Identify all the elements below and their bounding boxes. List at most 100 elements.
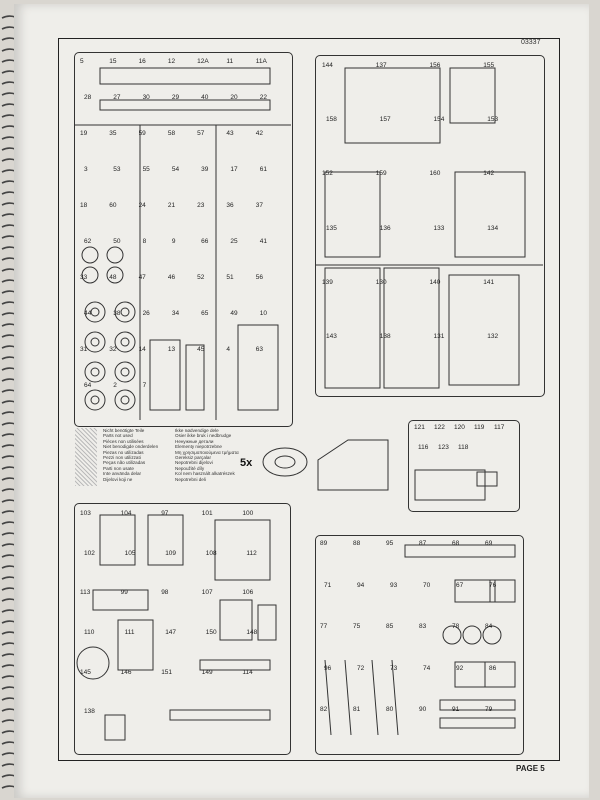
sprue-tree-small-parts [408,420,520,512]
part-number-label: 68 [452,540,460,547]
part-73 [484,661,516,688]
part-number-label: 12A [197,58,209,65]
part-number-label: 34 [171,310,180,317]
cab-silhouette [317,439,389,491]
chassis-frame-rail [99,99,271,111]
part-number-label: 11A [255,58,267,65]
wiper-arm-part [371,659,379,736]
part-number-label: 43 [226,130,234,137]
part-number-label: 40 [201,94,209,101]
part-number-label: 89 [320,540,328,547]
door-panel-140 [324,267,381,389]
part-number-label: 37 [255,202,263,209]
wiper-arm-part [344,659,352,736]
part-number-label: 146 [120,668,132,676]
legend-column-2: Ikke nødvendige dele Osier ikke bruk i n… [175,428,239,482]
part-number-label: 41 [259,238,267,245]
wiper-arm-part [391,659,399,736]
part-number-label: 134 [487,224,499,232]
part-number-label: 38 [113,310,121,317]
part-number-label: 49 [230,310,238,317]
part-number-label: 96 [324,664,332,672]
part-number-label: 149 [201,668,213,676]
part-number-label: 122 [434,424,445,431]
part-number-label: 150 [205,629,217,636]
wheel-hub [120,307,130,317]
part-number-label: 26 [142,310,150,317]
part-number-label: 106 [242,589,254,597]
cab-roof-panel [344,67,441,144]
part-150 [169,709,271,721]
part-number-label: 66 [201,238,209,245]
part-number-label: 132 [487,332,499,340]
part-number-label: 123 [438,444,449,451]
part-number-label: 140 [429,278,441,286]
wheel-hub [120,395,130,405]
document-number: 03337 [521,39,541,46]
tyre-rim [274,455,296,469]
part-number-label: 77 [320,623,328,631]
part-number-label: 99 [120,589,128,597]
part-number-label: 131 [433,332,445,340]
part-number-label: 138 [379,332,391,340]
part-number-label: 9 [171,238,176,245]
part-number-label: 22 [259,94,267,101]
part-number-label: 159 [375,170,387,178]
part-number-label: 111 [124,629,135,636]
part-number-label: 130 [375,278,387,286]
part-number-label: 30 [142,94,150,101]
part-137 [449,67,496,124]
part-97 [214,519,271,581]
part-number-label: 117 [494,424,505,431]
part-number-label: 141 [483,278,495,286]
tyre-quantity: 5x [240,457,253,469]
part-number-label: 73 [390,664,398,672]
wheel-part [84,331,106,353]
part-number-label: 19 [80,130,88,137]
part-number-label: 14 [138,346,146,353]
part-number-label: 8 [142,238,147,245]
part-number-label: 142 [483,170,495,178]
part-number-label: 139 [322,278,333,286]
part-number-label: 118 [458,444,469,451]
part-number-label: 44 [84,310,92,317]
part-number-label: 60 [109,202,117,209]
part-number-label: 137 [375,62,387,69]
part-number-label: 108 [205,549,217,557]
part-number-label: 98 [161,589,169,597]
part-number-label: 12 [167,58,176,65]
part-number-label: 102 [84,549,95,557]
part-number-label: 79 [485,706,493,714]
part-number-label: 15 [109,58,117,65]
wheel-part [84,389,106,411]
part-number-label: 160 [429,170,441,178]
part-number-label: 17 [230,166,238,173]
part-number-label: 20 [230,94,238,101]
part-number-label: 145 [80,668,91,676]
part-93 [489,579,516,603]
part-number-label: 25 [230,238,238,245]
part-number-label: 135 [326,224,337,232]
instruction-sheet [14,4,589,798]
part-number-label: 92 [456,664,464,672]
part-number-label: 42 [255,130,263,137]
wheel-part [114,361,136,383]
part-number-label: 109 [165,549,177,557]
part-number-label: 31 [80,346,88,353]
part-number-label: 11 [226,58,234,65]
part-148 [104,714,126,741]
part-number-label: 112 [246,549,257,557]
part-number-label: 64 [84,382,92,389]
part-number-label: 105 [124,549,136,557]
part-number-label: 152 [322,170,333,178]
part-number-label: 154 [433,116,445,124]
wheel-part [84,361,106,383]
page-frame [58,38,560,761]
part-number-label: 48 [109,274,117,281]
brake-drum-part [81,246,99,264]
part-number-label: 143 [326,332,337,340]
part-number-label: 83 [419,623,427,631]
sprue-tree-interior [315,535,524,755]
part-number-label: 33 [80,274,88,281]
wheel-part [114,389,136,411]
